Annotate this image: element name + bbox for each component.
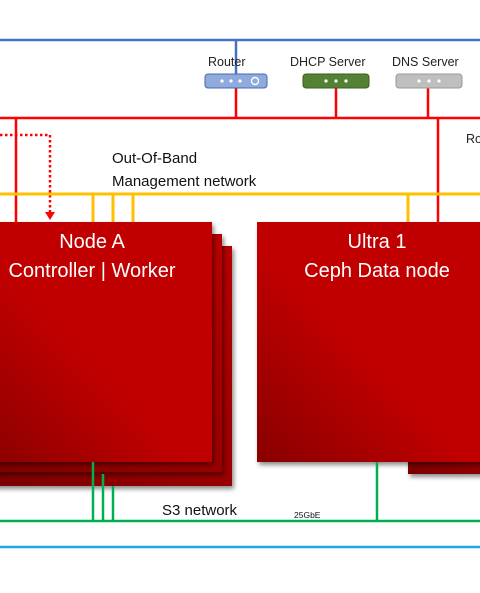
dotted-connector-arrow — [45, 212, 55, 220]
oob-network — [0, 192, 480, 222]
node-a-box — [0, 222, 212, 462]
router: Router — [204, 55, 268, 89]
dns-server: DNS Server — [392, 55, 463, 89]
node-a-title: Node A — [59, 231, 125, 253]
s3-label: S3 network — [162, 502, 238, 519]
dns-server-label: DNS Server — [392, 55, 459, 69]
ultra-1-roles: Ceph Data node — [304, 260, 450, 282]
node-a-roles: Controller | Worker — [8, 260, 175, 282]
router-label: Router — [208, 55, 246, 69]
ultra-1-title: Ultra 1 — [348, 231, 407, 253]
dotted-connector — [0, 133, 52, 216]
router-icon — [204, 73, 268, 89]
blue-network — [0, 38, 480, 75]
s3-speed-label: 25GbE — [294, 510, 321, 520]
dhcp-server-label: DHCP Server — [290, 55, 365, 69]
ultra-1-box — [257, 222, 480, 462]
ultra-1-node: Ultra 1 Ceph Data node — [257, 222, 480, 474]
red-network — [0, 88, 480, 222]
oob-label-line2: Management network — [112, 173, 257, 190]
node-a: Node A Controller | Worker — [0, 222, 232, 486]
cut-off-label: Ro — [466, 132, 480, 146]
dhcp-server: DHCP Server — [290, 55, 370, 89]
oob-label-line1: Out-Of-Band — [112, 150, 197, 167]
s3-network: S3 network 25GbE — [0, 462, 480, 523]
